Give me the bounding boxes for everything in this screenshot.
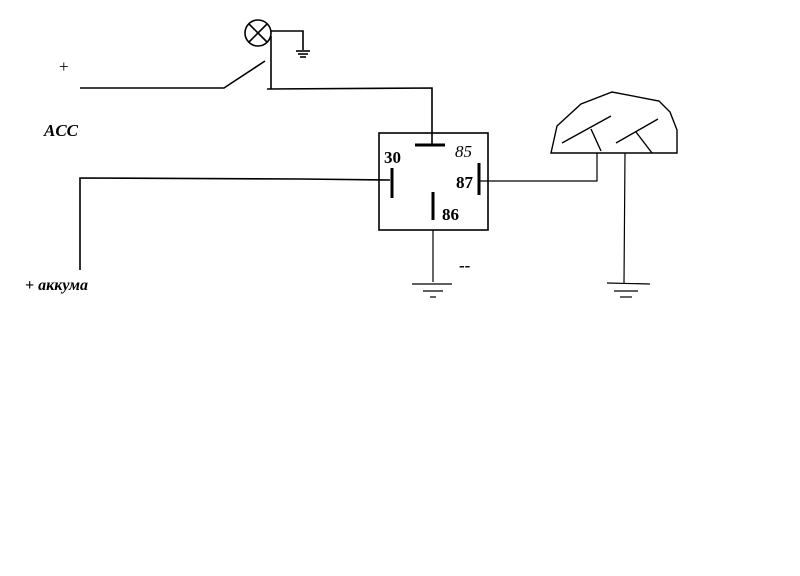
lamp-ground-icon (296, 50, 310, 58)
acc-plus-label: + (59, 57, 69, 76)
pin-85-label: 85 (455, 142, 472, 161)
pin-87-label: 87 (456, 173, 473, 192)
wire-87-to-load (480, 153, 598, 182)
lamp-icon (244, 19, 304, 50)
acc-switch (80, 60, 266, 89)
battery-wire (79, 177, 391, 270)
pin-30-label: 30 (384, 148, 401, 167)
load-ground-icon (606, 152, 651, 298)
minus-label: -- (459, 256, 471, 275)
wire-86-ground (412, 230, 452, 298)
acc-label: ACC (44, 121, 79, 140)
pin-86-label: 86 (442, 205, 459, 224)
battery-label: + аккума (25, 277, 88, 294)
load-dome-icon (550, 91, 678, 154)
relay-pins (390, 143, 481, 220)
wire-to-85 (266, 36, 433, 145)
